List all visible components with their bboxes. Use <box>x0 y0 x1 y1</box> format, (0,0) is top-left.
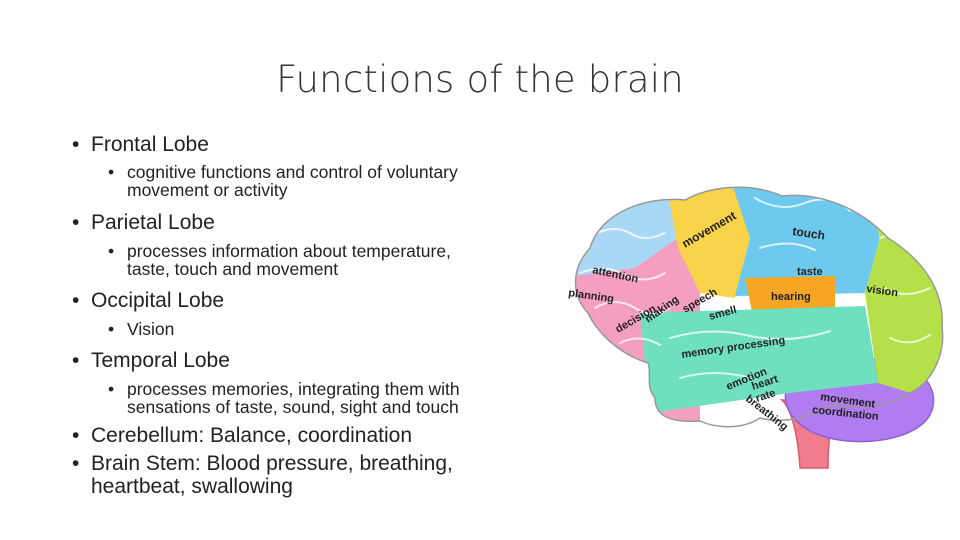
bullet-list: Frontal Lobe cognitive functions and con… <box>72 133 532 498</box>
bullet-frontal-lobe: Frontal Lobe <box>72 133 532 156</box>
bullet-brain-stem: Brain Stem: Blood pressure, breathing, h… <box>72 452 532 498</box>
motor-cortex-region <box>665 187 750 298</box>
brain-diagram: movement touch attention taste planning … <box>568 186 944 469</box>
slide-title: Functions of the brain <box>276 58 684 101</box>
label-rate: rate <box>754 387 777 405</box>
sub-bullet-parietal: processes information about temperature,… <box>108 242 532 278</box>
sub-bullet-frontal: cognitive functions and control of volun… <box>108 163 532 199</box>
brain-outline <box>574 186 944 428</box>
bullet-temporal-lobe: Temporal Lobe <box>72 349 532 372</box>
bullet-cerebellum: Cerebellum: Balance, coordination <box>72 424 532 447</box>
bullet-occipital-lobe: Occipital Lobe <box>72 289 532 312</box>
sub-bullet-temporal: processes memories, integrating them wit… <box>108 380 532 416</box>
auditory-region <box>745 276 835 312</box>
sub-bullet-occipital: Vision <box>108 320 532 338</box>
label-vision: vision <box>866 283 899 299</box>
label-touch: touch <box>792 224 826 242</box>
bullet-parietal-lobe: Parietal Lobe <box>72 211 532 234</box>
label-taste: taste <box>797 266 823 278</box>
parietal-lobe-region <box>730 187 880 296</box>
label-hearing: hearing <box>771 291 811 303</box>
